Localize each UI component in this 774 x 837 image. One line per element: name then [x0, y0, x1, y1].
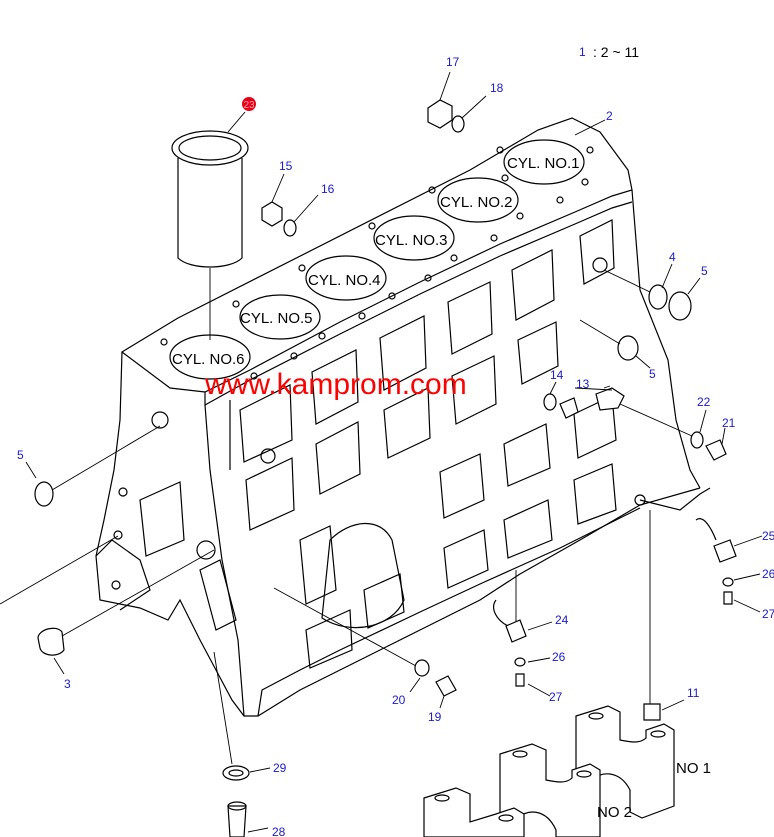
bearing-cap-label-2: NO 2: [597, 804, 632, 821]
cylinder-label-6: CYL. NO.6: [172, 351, 245, 368]
deck-bolt-holes: [160, 146, 594, 380]
cylinder-label-3: CYL. NO.3: [375, 232, 448, 249]
ref-range: : 2 ~ 11: [593, 44, 639, 60]
callout-29: 29: [273, 761, 287, 775]
part-25-26-27: [639, 487, 763, 613]
callout-18: 18: [490, 81, 504, 95]
callout-16: 16: [321, 182, 335, 196]
bearing-cap-label-1: NO 1: [676, 760, 711, 777]
callout-3: 3: [64, 677, 71, 691]
callout-25: 25: [762, 529, 774, 543]
callout-5-left: 5: [17, 448, 24, 462]
callout-26-mid: 26: [552, 650, 566, 664]
highlight-marker: [242, 97, 256, 111]
cylinder-label-5: CYL. NO.5: [240, 310, 313, 327]
callout-5-right: 5: [701, 264, 708, 278]
callout-23: 23: [243, 100, 255, 111]
part-19-20: [273, 587, 457, 709]
callout-11: 11: [687, 686, 700, 700]
bearing-cap-3: [423, 787, 525, 837]
callout-15: 15: [279, 159, 293, 173]
callout-2: 2: [606, 109, 613, 123]
callout-27-mid: 27: [549, 690, 563, 704]
cylinder-block: [95, 117, 701, 717]
watermark: www.kamprom.com: [204, 368, 467, 401]
part-21-22: [619, 403, 727, 461]
callout-20: 20: [392, 693, 406, 707]
part-5-3-left: [0, 425, 215, 675]
callout-26-right: 26: [762, 567, 774, 581]
callout-21: 21: [722, 416, 736, 430]
plug-17-18: [427, 71, 606, 136]
callout-14: 14: [550, 368, 564, 382]
callout-13: 13: [576, 377, 590, 391]
part-24-26-27: [493, 570, 553, 697]
cylinder-label-4: CYL. NO.4: [308, 272, 381, 289]
part-11-dowel: [643, 510, 685, 721]
callout-24: 24: [555, 613, 569, 627]
plug-15-16: [261, 173, 319, 237]
plugs-4-5: [579, 263, 701, 369]
cylinder-bores: [169, 139, 585, 380]
callout-17: 17: [446, 55, 460, 69]
callout-28: 28: [272, 825, 286, 837]
ref-number: 1: [579, 45, 586, 59]
part-28-29: [213, 651, 271, 837]
cylinder-liner-part: [171, 111, 249, 340]
callout-5-lower: 5: [649, 367, 656, 381]
cylinder-label-2: CYL. NO.2: [440, 194, 513, 211]
callout-4: 4: [669, 250, 676, 264]
part-13-14: [543, 381, 625, 419]
cylinder-label-1: CYL. NO.1: [507, 155, 580, 172]
callout-22: 22: [697, 395, 711, 409]
callout-27-right: 27: [762, 607, 774, 621]
callout-19: 19: [428, 710, 442, 724]
